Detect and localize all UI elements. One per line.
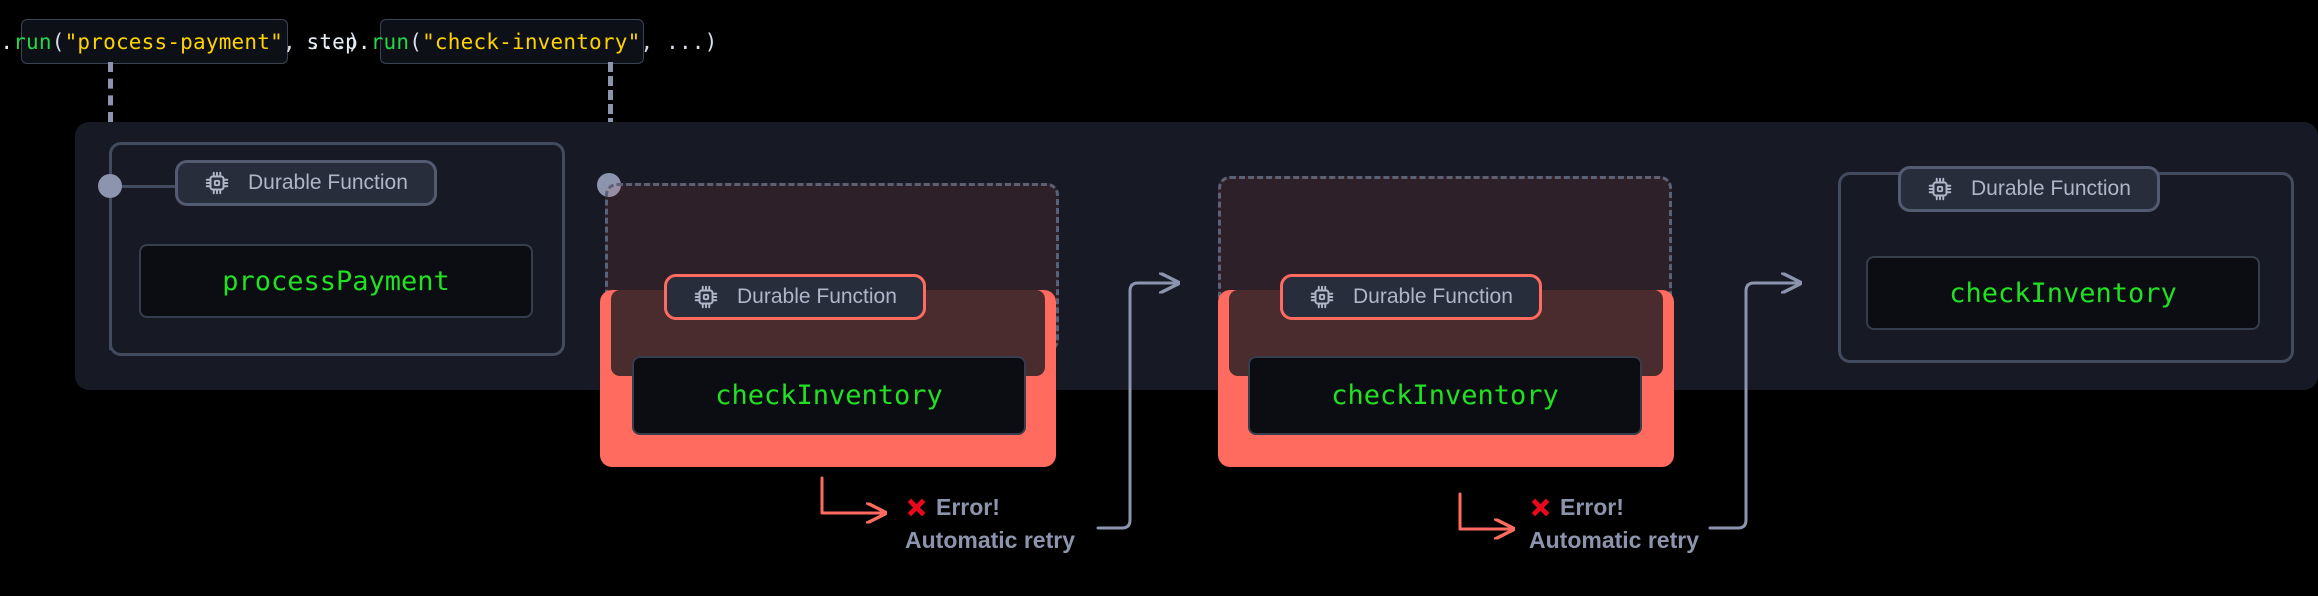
function-name-process-payment: processPayment xyxy=(222,265,450,297)
callout-2-prefix: step. xyxy=(306,29,371,54)
retry-arrow-red-2 xyxy=(1458,492,1513,529)
error-annotation-1-row: Error! xyxy=(905,494,1075,521)
retry-arrow-red-1 xyxy=(820,476,885,513)
callout-1-method: run xyxy=(13,29,52,54)
cpu-chip-icon xyxy=(693,284,719,310)
red-cross-icon xyxy=(1529,496,1552,519)
error-annotation-2-row: Error! xyxy=(1529,494,1699,521)
durable-function-badge-3: Durable Function xyxy=(1280,274,1542,320)
error-annotation-1-subtitle: Automatic retry xyxy=(905,527,1075,553)
callout-2-method: run xyxy=(370,29,410,54)
durable-function-badge-4-label: Durable Function xyxy=(1971,177,2131,200)
function-name-check-inventory-2: checkInventory xyxy=(1331,380,1559,411)
durable-function-group-1 xyxy=(109,142,565,356)
error-annotation-1: Error! Automatic retry xyxy=(905,494,1075,554)
red-cross-icon xyxy=(905,496,928,519)
callout-2-open-paren: ( xyxy=(409,29,423,54)
durable-function-badge-4: Durable Function xyxy=(1898,166,2160,212)
cpu-chip-icon xyxy=(1309,284,1335,310)
function-box-check-inventory-3: checkInventory xyxy=(1866,256,2260,330)
callout-1-open-paren: ( xyxy=(51,29,65,54)
durable-function-badge-1-label: Durable Function xyxy=(248,171,408,194)
function-box-process-payment: processPayment xyxy=(139,244,533,318)
callout-1-argument: "process-payment" xyxy=(64,29,283,54)
durable-function-badge-1: Durable Function xyxy=(175,160,437,206)
durable-function-badge-2: Durable Function xyxy=(664,274,926,320)
error-annotation-2-title: Error! xyxy=(1560,494,1624,520)
cpu-chip-icon xyxy=(204,170,230,196)
rail-dot1-to-badge xyxy=(110,185,180,188)
callout-1-prefix: step. xyxy=(0,29,14,54)
durable-function-badge-2-label: Durable Function xyxy=(737,285,897,308)
function-name-check-inventory-1: checkInventory xyxy=(715,380,943,411)
callout-2-rest: , ...) xyxy=(640,29,718,54)
callout-check-inventory: step.run("check-inventory", ...) xyxy=(307,19,717,64)
error-annotation-2-subtitle: Automatic retry xyxy=(1529,527,1699,553)
callout-1-rest: , ...) xyxy=(282,29,360,54)
error-annotation-2: Error! Automatic retry xyxy=(1529,494,1699,554)
error-annotation-1-title: Error! xyxy=(936,494,1000,520)
durable-function-badge-3-label: Durable Function xyxy=(1353,285,1513,308)
function-name-check-inventory-3: checkInventory xyxy=(1949,277,2177,309)
cpu-chip-icon xyxy=(1927,176,1953,202)
function-box-check-inventory-2: checkInventory xyxy=(1248,356,1642,435)
timeline-dot-1 xyxy=(98,174,122,198)
function-box-check-inventory-1: checkInventory xyxy=(632,356,1026,435)
callout-2-argument: "check-inventory" xyxy=(422,29,641,54)
callout-process-payment: step.run("process-payment", ...) xyxy=(0,19,360,64)
dropper-line-1 xyxy=(108,62,113,122)
